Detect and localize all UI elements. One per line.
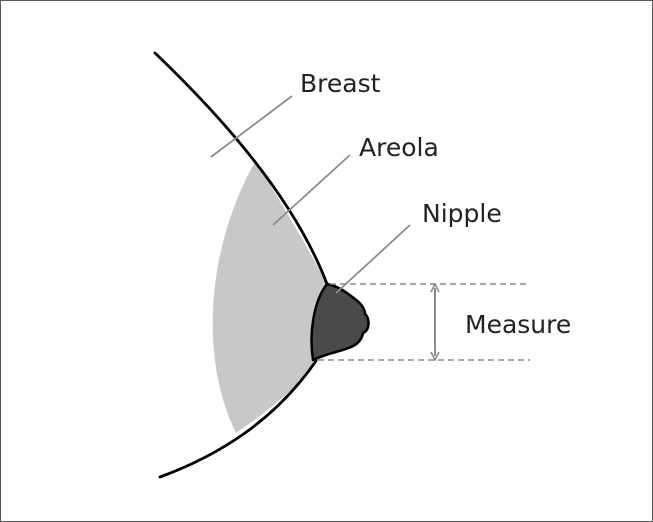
breast-leader-line xyxy=(210,95,293,158)
nipple-label: Nipple xyxy=(422,199,502,228)
areola-label: Areola xyxy=(359,133,439,162)
measure-label: Measure xyxy=(465,310,571,339)
nipple-leader-line xyxy=(335,224,411,294)
areola-leader-line xyxy=(272,154,351,226)
breast-label: Breast xyxy=(300,69,381,98)
breast-outline-lower xyxy=(158,359,318,479)
breast-outline xyxy=(153,51,329,286)
nipple-region xyxy=(310,282,370,362)
areola-region xyxy=(212,160,327,433)
